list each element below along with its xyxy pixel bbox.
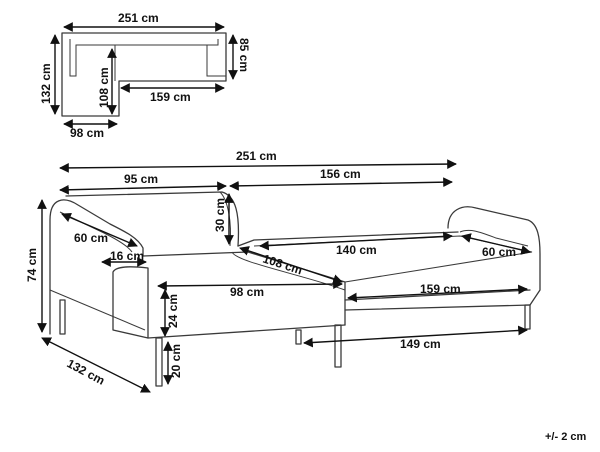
top-width-label: 251 cm — [118, 11, 159, 25]
total-depth-arrow — [41, 337, 151, 393]
total-depth-label: 132 cm — [65, 356, 108, 387]
chaise-section-arrow — [59, 181, 227, 195]
total-width-label: 251 cm — [236, 149, 277, 163]
chaise-length-arrow — [239, 246, 343, 284]
arm-width-label: 16 cm — [110, 249, 144, 263]
top-chaise-inner-label: 108 cm — [97, 67, 111, 108]
chaise-seat-width-arrow — [157, 279, 343, 291]
top-view-outline — [61, 32, 227, 117]
seat-length-arrow — [347, 284, 528, 303]
sofa-section-label: 156 cm — [320, 167, 361, 181]
top-depth-left-label: 132 cm — [39, 63, 53, 104]
top-depth-right-label: 85 cm — [237, 38, 251, 72]
seat-width-inner-label: 140 cm — [336, 243, 377, 257]
total-height-label: 74 cm — [25, 248, 39, 282]
top-chaise-width-label: 98 cm — [70, 126, 104, 140]
seat-thickness-label: 24 cm — [166, 294, 180, 328]
leg-front-middle — [334, 324, 342, 368]
total-width-arrow — [59, 159, 457, 173]
chaise-seat-width-label: 98 cm — [230, 285, 264, 299]
arm-depth-left-arrow — [61, 212, 138, 248]
arm-depth-right-arrow — [461, 233, 531, 255]
seat-length-label: 159 cm — [420, 282, 461, 296]
arm-depth-right-label: 60 cm — [482, 245, 516, 259]
perspective-view: 251 cm 95 cm 156 cm 30 cm 60 cm 16 cm 10… — [25, 149, 541, 393]
top-view: 251 cm 85 cm 132 cm 108 cm 159 cm 98 cm — [39, 11, 251, 140]
base-width-arrow — [303, 325, 528, 348]
arm-depth-left-label: 60 cm — [74, 231, 108, 245]
top-view-inner-arm — [206, 45, 226, 77]
chaise-section-label: 95 cm — [124, 172, 158, 186]
chaise-front — [112, 266, 149, 339]
leg-back-right — [524, 304, 531, 330]
back-height-label: 30 cm — [213, 198, 227, 232]
base-width-label: 149 cm — [400, 337, 441, 351]
top-seat-width-label: 159 cm — [150, 90, 191, 104]
seat-width-inner-arrow — [259, 231, 453, 251]
leg-back-left — [59, 299, 66, 335]
sofa-section-arrow — [229, 177, 453, 191]
seat-bottom-right — [344, 304, 531, 311]
tolerance-note: +/- 2 cm — [545, 431, 586, 443]
leg-height-label: 20 cm — [169, 344, 183, 378]
leg-front-left — [155, 337, 163, 387]
top-view-inner-back — [69, 39, 219, 77]
left-arm-front — [49, 289, 146, 331]
right-arm — [447, 206, 541, 306]
leg-middle — [295, 329, 302, 345]
chaise-length-label: 108 cm — [261, 252, 304, 278]
